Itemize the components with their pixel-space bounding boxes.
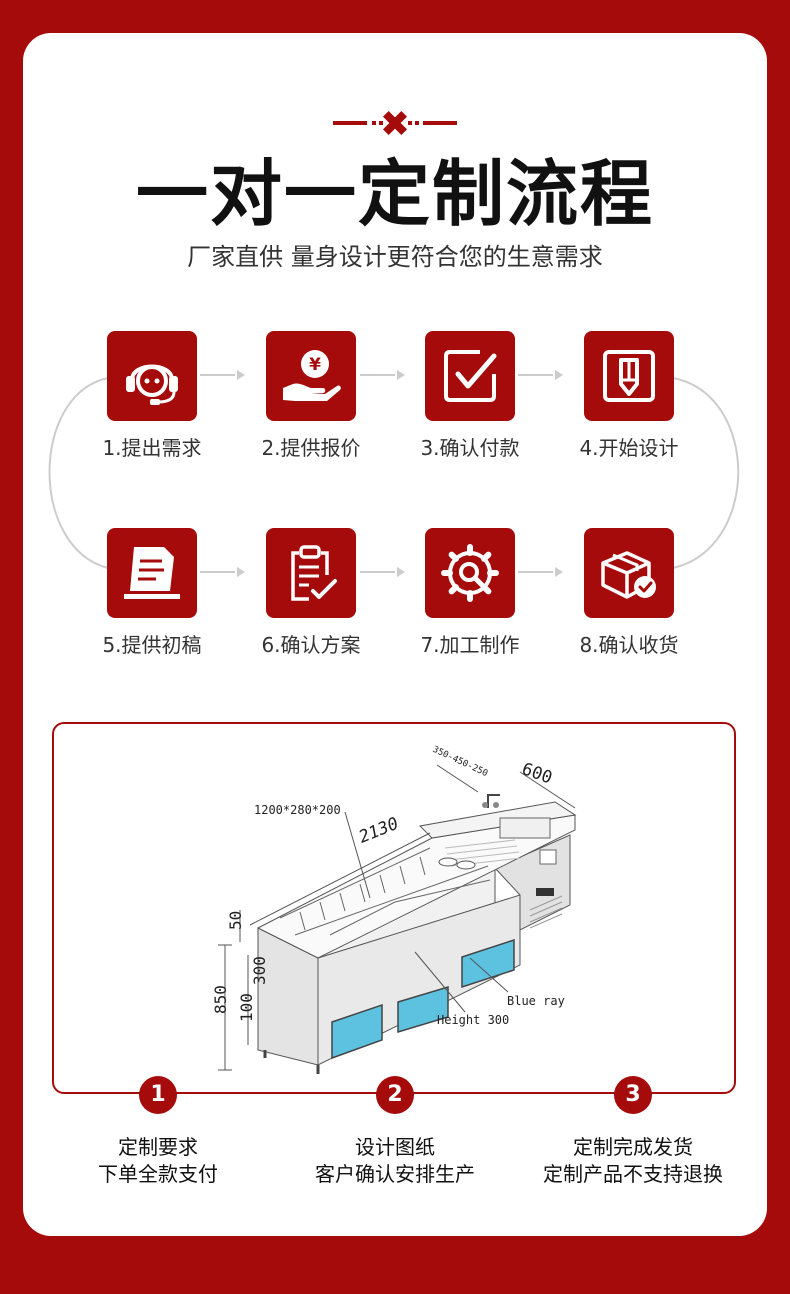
note-line-1: 定制要求 [118, 1135, 198, 1159]
step-label: 6.确认方案 [261, 633, 361, 657]
step-2: ¥ 2.提供报价 [241, 331, 381, 461]
step-icon-box [584, 528, 674, 618]
note-3: 3 定制完成发货 定制产品不支持退换 [513, 1076, 753, 1188]
note-line-1: 设计图纸 [355, 1135, 435, 1159]
page-title: 一对一定制流程 [135, 152, 654, 236]
page-subtitle: 厂家直供 量身设计更符合您的生意需求 [187, 243, 603, 271]
clipboard-check-icon [291, 545, 337, 601]
dim-2130-label: 2130 [356, 814, 401, 848]
content-card [23, 33, 767, 1236]
step-icon-box: ¥ [266, 331, 356, 421]
step-icon-box [107, 331, 197, 421]
step-label: 8.确认收货 [579, 633, 679, 657]
dim-50-label: 50 [226, 911, 245, 930]
step-icon-box [266, 528, 356, 618]
blue-ray-label: Blue ray [507, 994, 565, 1008]
note-line-1: 定制完成发货 [573, 1135, 693, 1159]
step-label: 4.开始设计 [579, 436, 679, 460]
note-number-badge: 2 [376, 1076, 414, 1114]
step-icon-box [425, 528, 515, 618]
process-loop-connector [48, 370, 740, 577]
gear-wrench-icon [441, 544, 499, 602]
step-label: 3.确认付款 [420, 436, 520, 460]
step-label: 1.提出需求 [102, 436, 202, 460]
dim-side-label: 350-450-250 [431, 745, 489, 779]
dim-850-label: 850 [211, 985, 230, 1014]
svg-text:¥: ¥ [309, 355, 321, 375]
note-1: 1 定制要求 下单全款支付 [38, 1076, 278, 1188]
step-label: 5.提供初稿 [102, 633, 202, 657]
dim-600-label: 600 [519, 759, 555, 788]
step-label: 2.提供报价 [261, 436, 361, 460]
dim-300-label: 300 [250, 956, 269, 985]
step-label: 7.加工制作 [420, 633, 520, 657]
pencil-document-icon [603, 350, 655, 402]
step-4: 4.开始设计 [559, 331, 699, 461]
dim-basin-label: 1200*280*200 [254, 803, 341, 817]
note-number-badge: 1 [139, 1076, 177, 1114]
step-6: 6.确认方案 [241, 528, 381, 658]
height-label: Height 300 [437, 1013, 509, 1027]
title-decoration [333, 110, 457, 136]
note-line-2: 下单全款支付 [98, 1162, 218, 1186]
yen-coin-hand-icon: ¥ [283, 350, 341, 401]
step-icon-box [425, 331, 515, 421]
step-7: 7.加工制作 [400, 528, 540, 658]
note-2: 2 设计图纸 客户确认安排生产 [275, 1076, 515, 1188]
note-number-badge: 3 [614, 1076, 652, 1114]
package-check-icon [601, 551, 656, 599]
note-line-2: 客户确认安排生产 [315, 1162, 475, 1186]
bar-counter-drawing: 2130 600 350-450-250 1200*280*200 50 300… [211, 745, 577, 1074]
dim-100-label: 100 [237, 993, 256, 1022]
pencil-ruler-icon [382, 110, 408, 136]
note-line-2: 定制产品不支持退换 [543, 1162, 723, 1186]
step-icon-box [584, 331, 674, 421]
step-5: 5.提供初稿 [82, 528, 222, 658]
step-8: 8.确认收货 [559, 528, 699, 658]
headset-icon [126, 364, 178, 405]
step-1: 1.提出需求 [82, 331, 222, 461]
step-3: 3.确认付款 [400, 331, 540, 461]
step-icon-box [107, 528, 197, 618]
draft-document-icon [124, 547, 180, 599]
checkbox-icon [444, 350, 497, 402]
